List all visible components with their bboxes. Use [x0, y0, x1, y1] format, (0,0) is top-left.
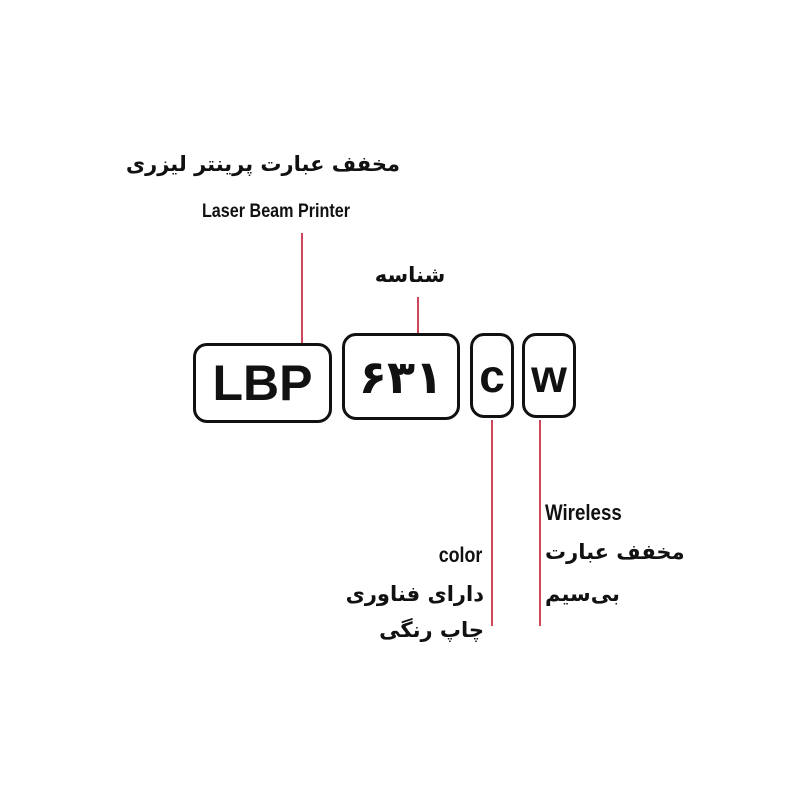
- color-connector: [491, 420, 493, 626]
- color-persian-line1: دارای فناوری: [345, 582, 484, 606]
- lbp-connector: [301, 233, 303, 345]
- wireless-persian-line1: مخفف عبارت: [545, 540, 685, 564]
- wireless-english-label: Wireless: [545, 500, 622, 525]
- color-persian-line2: چاپ رنگی: [379, 618, 484, 642]
- c-box: c: [470, 333, 514, 418]
- wireless-persian-line2: بی‌سیم: [545, 582, 620, 606]
- number-box: ۶۳۱: [342, 333, 460, 420]
- wireless-connector: [539, 420, 541, 626]
- lbp-box: LBP: [193, 343, 332, 423]
- id-connector: [417, 297, 419, 335]
- w-box: w: [522, 333, 576, 418]
- lbp-persian-label: مخفف عبارت پرینتر لیزری: [125, 152, 400, 176]
- color-english-label: color: [438, 544, 482, 567]
- id-persian-label: شناسه: [374, 263, 446, 287]
- lbp-english-label: Laser Beam Printer: [201, 201, 351, 222]
